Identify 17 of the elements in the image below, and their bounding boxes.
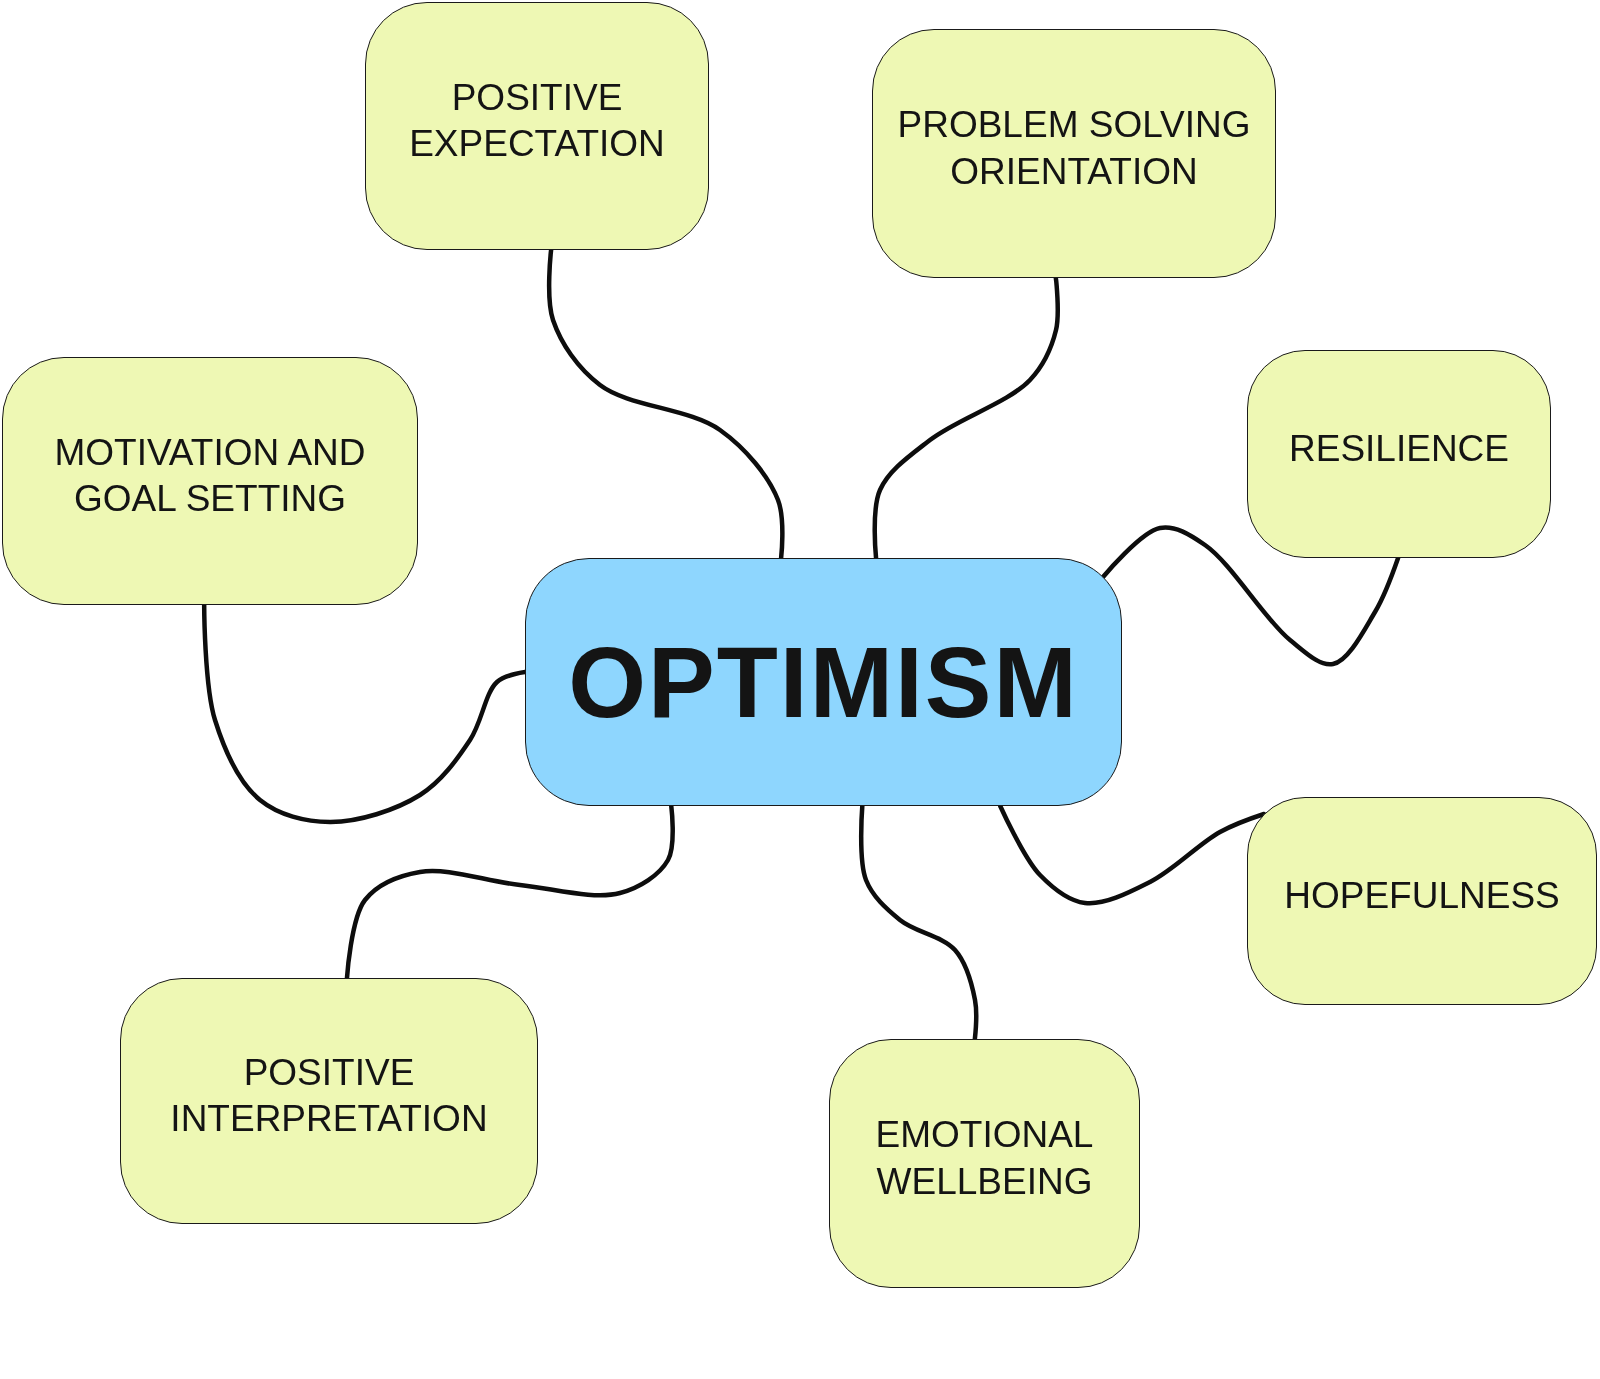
topic-box: [2, 357, 418, 605]
topic-label: EMOTIONAL WELLBEING: [874, 1113, 1095, 1204]
topic-box: [120, 978, 538, 1224]
topic-label: RESILIENCE: [1289, 426, 1509, 471]
connector-line: [1101, 525, 1401, 667]
central-topic-label: OPTIMISM: [568, 627, 1079, 737]
topic-label: HOPEFULNESS: [1284, 873, 1560, 918]
topic-box: [829, 1039, 1140, 1288]
topic-box: [365, 2, 709, 250]
topic-box: [872, 29, 1276, 278]
topic-label: PROBLEM SOLVING ORIENTATION: [896, 103, 1252, 194]
topic-box: [1247, 350, 1551, 558]
topic-label: POSITIVE INTERPRETATION: [169, 1050, 489, 1141]
central-topic-box: [525, 558, 1122, 806]
topic-label: POSITIVE EXPECTATION: [408, 75, 666, 166]
topic-label: MOTIVATION AND GOAL SETTING: [53, 430, 367, 521]
topic-box: [1247, 797, 1597, 1005]
